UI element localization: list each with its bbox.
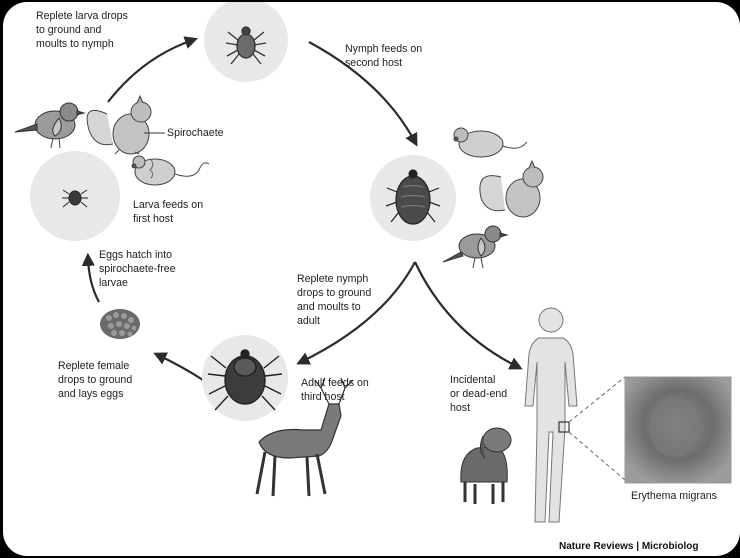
arrow-adult-to-eggs: [158, 355, 203, 380]
bird-icon: [15, 103, 84, 148]
squirrel-icon: [480, 161, 543, 217]
label-erythema: Erythema migrans: [631, 490, 717, 502]
diagram-panel: Replete larva drops to ground and moults…: [3, 2, 740, 556]
squirrel-icon: [87, 96, 151, 154]
dog-icon: [461, 428, 511, 504]
label-adult-feeds: Adult feeds on third host: [301, 377, 372, 403]
arrow-larva-to-nymph: [108, 40, 193, 102]
label-larva-feeds: Larva feeds on first host: [133, 199, 206, 225]
label-larva-drops: Replete larva drops to ground and moults…: [36, 10, 131, 50]
egg-mass-icon: [100, 309, 140, 339]
arrow-eggs-to-larva: [88, 258, 99, 302]
bird-icon: [443, 226, 507, 268]
label-eggs-hatch: Eggs hatch into spirochaete-free larvae: [99, 249, 179, 289]
label-spirochaete: Spirochaete: [167, 127, 224, 139]
source-credit: Nature Reviews | Microbiolog: [559, 541, 699, 552]
arrow-to-incidental-host: [415, 262, 518, 367]
tick-life-cycle-diagram: Replete larva drops to ground and moults…: [3, 2, 740, 556]
human-icon: [525, 308, 577, 522]
mouse-icon: [454, 128, 527, 157]
label-nymph-drops: Replete nymph drops to ground and moults…: [297, 273, 374, 327]
rash-pointer-lines: [569, 377, 625, 480]
label-nymph-feeds: Nymph feeds on second host: [345, 43, 425, 69]
label-female-drops: Replete female drops to ground and lays …: [58, 360, 135, 400]
label-incidental: Incidental or dead-end host: [450, 374, 510, 414]
rash-center: [649, 397, 701, 457]
mouse-icon: [132, 156, 209, 185]
